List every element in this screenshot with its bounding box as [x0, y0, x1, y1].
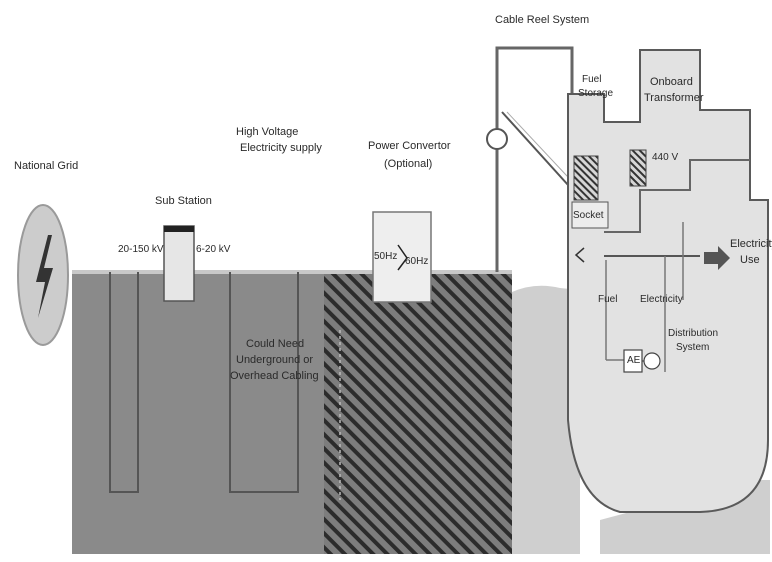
- generator-icon: [643, 352, 661, 370]
- electricity-use-label-1: Electricity: [730, 238, 772, 250]
- cable-reel-icon: [486, 128, 508, 150]
- freq-out-label: 60Hz: [405, 256, 429, 267]
- electricity-use-arrow: [704, 246, 730, 270]
- national-grid-label: National Grid: [14, 160, 79, 172]
- high-voltage-label: High Voltage: [236, 126, 299, 138]
- ship-hull: [567, 49, 769, 513]
- cabling-line1-label: Could Need: [246, 338, 305, 350]
- transformer-label: Transformer: [644, 92, 704, 104]
- sub-station-icon: [163, 225, 195, 302]
- harbour-water: [512, 285, 580, 554]
- cable-reel-tower: [495, 46, 574, 272]
- shore-cable: [501, 111, 579, 197]
- fuel-label: Fuel: [598, 294, 618, 305]
- freq-in-label: 50Hz: [374, 251, 398, 262]
- converter-symbol: [397, 244, 408, 271]
- voltage-440-label: 440 V: [652, 152, 679, 163]
- lightning-bolt-icon: [36, 235, 53, 318]
- onboard-label: Onboard: [650, 76, 693, 88]
- fuel-storage-label-2: Storage: [578, 88, 614, 99]
- electricity-supply-label: Electricity supply: [240, 142, 322, 154]
- power-converter-box: [372, 211, 432, 303]
- system-label: System: [676, 342, 710, 353]
- ground-section-left: [72, 272, 324, 554]
- fuel-storage-tank: [573, 155, 599, 201]
- socket-icon: [571, 201, 609, 229]
- electricity-use-label-2: Use: [740, 254, 760, 266]
- ground-section-hatched: [324, 272, 512, 554]
- electricity-label: Electricity: [640, 294, 683, 305]
- cabling-line2-label: Underground or: [236, 354, 314, 366]
- cabling-line3-label: Overhead Cabling: [230, 370, 319, 382]
- onboard-cabling: [604, 159, 750, 233]
- voltage-20-150-label: 20-150 kV: [118, 244, 164, 255]
- voltage-6-20-label: 6-20 kV: [196, 244, 231, 255]
- onboard-transformer-icon: [629, 149, 647, 187]
- fuel-storage-label-1: Fuel: [582, 74, 602, 85]
- cable-reel-label: Cable Reel System: [495, 14, 590, 26]
- cable-conduit-left: [109, 272, 139, 493]
- sub-station-label: Sub Station: [155, 195, 212, 207]
- power-converter-label: Power Convertor: [368, 140, 451, 152]
- socket-label: Socket: [573, 210, 604, 221]
- cable-conduit-middle: [229, 272, 299, 493]
- distribution-label: Distribution: [668, 328, 719, 339]
- optional-label: (Optional): [384, 158, 433, 170]
- ae-label: AE: [627, 355, 641, 366]
